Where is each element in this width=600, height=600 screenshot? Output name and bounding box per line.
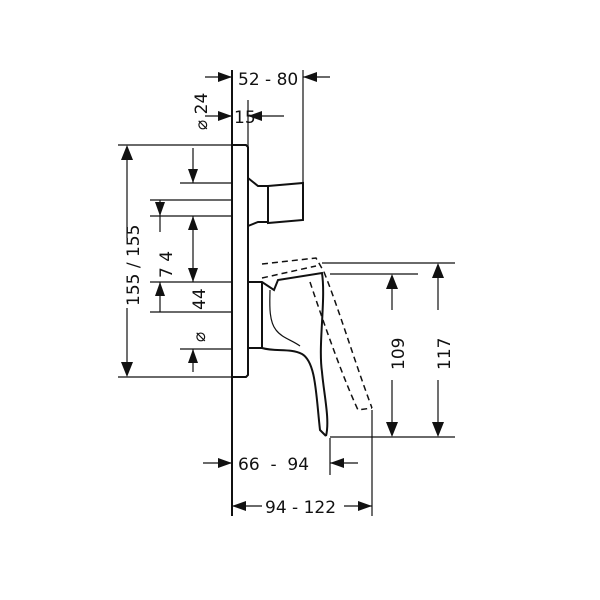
dim-52-80 [205, 72, 330, 82]
label-94-122: 94 - 122 [265, 498, 336, 518]
dim-44 [188, 148, 198, 372]
label-dia-24: ⌀ 24 [192, 93, 212, 130]
label-52-80: 52 - 80 [238, 70, 298, 90]
label-109: 109 [389, 338, 409, 370]
label-117: 117 [435, 338, 455, 370]
label-44: 44 [190, 288, 210, 310]
lever-handle [248, 271, 329, 437]
dim-109 [386, 274, 398, 437]
label-66-94: 66 - 94 [238, 455, 309, 475]
label-74: 7 4 [157, 251, 177, 278]
lever-dashed-outline [261, 257, 373, 411]
dim-117 [432, 263, 444, 437]
dim-155 [121, 145, 133, 377]
label-dia-small: ⌀ [190, 332, 210, 342]
label-15: 15 [234, 108, 256, 128]
dim-66-94 [203, 458, 358, 468]
diverter-knob [247, 177, 304, 227]
wall-plate [231, 70, 249, 516]
label-155-155: 155 / 155 [124, 225, 144, 306]
dim-15 [205, 111, 284, 121]
extension-lines [118, 70, 455, 516]
dim-74 [155, 200, 165, 312]
dim-94-122 [232, 501, 372, 511]
